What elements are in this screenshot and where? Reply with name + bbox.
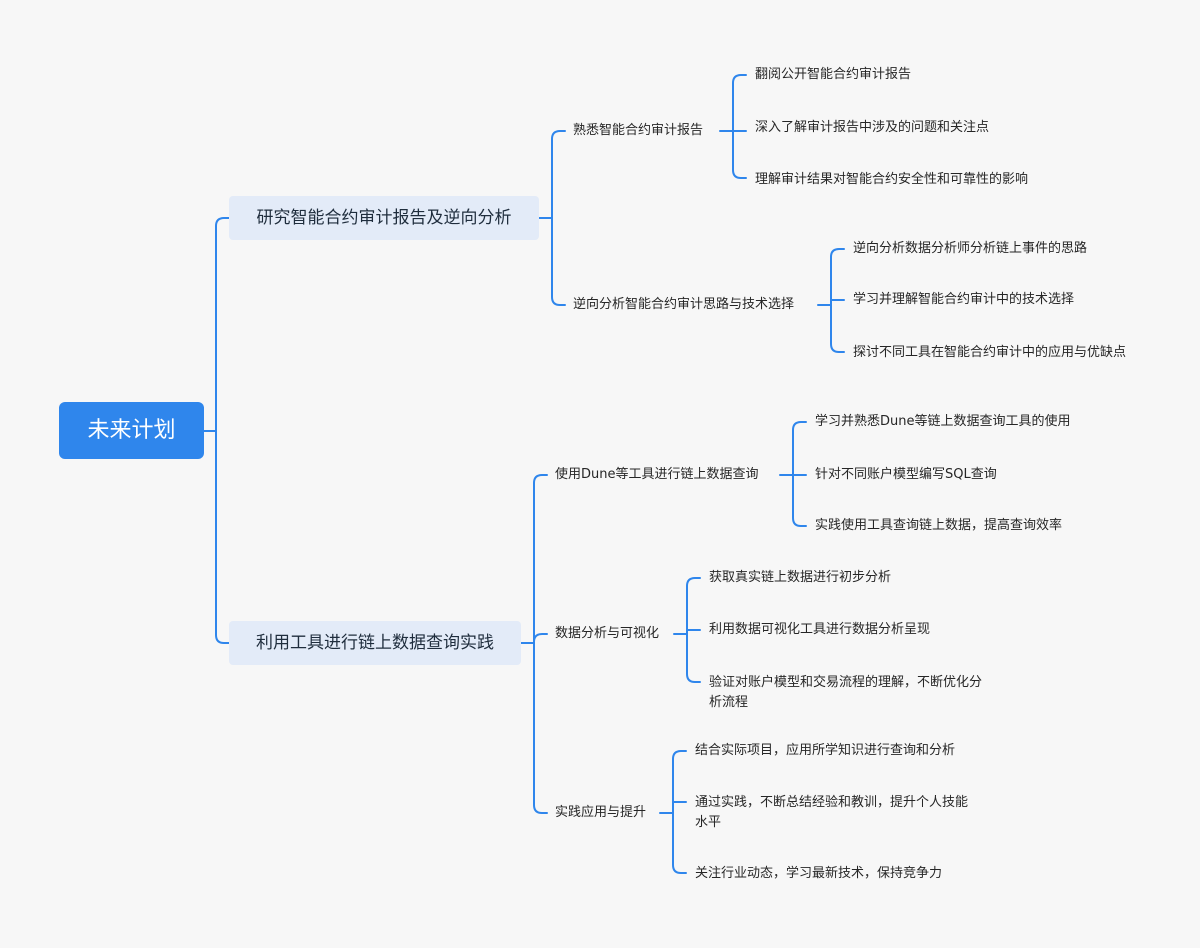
connector-sub23-leaves: [659, 750, 687, 874]
connector-sub21-leaves: [779, 421, 807, 527]
subtopic-node[interactable]: 数据分析与可视化: [555, 626, 660, 641]
subtopic-node[interactable]: 熟悉智能合约审计报告: [573, 123, 704, 138]
connector-branch1-to-sub2: [551, 217, 566, 306]
leaf-node[interactable]: 深入了解审计报告中涉及的问题和关注点: [755, 120, 990, 135]
subtopic-node[interactable]: 使用Dune等工具进行链上数据查询: [555, 467, 759, 482]
leaf-node[interactable]: 学习并理解智能合约审计中的技术选择: [853, 292, 1075, 307]
leaf-node[interactable]: 验证对账户模型和交易流程的理解，不断优化分析流程: [709, 675, 983, 710]
leaf-node[interactable]: 实践使用工具查询链上数据，提高查询效率: [815, 518, 1063, 533]
connector-sub22-leaves: [673, 577, 701, 683]
leaf-node[interactable]: 翻阅公开智能合约审计报告: [755, 67, 912, 82]
leaf-node[interactable]: 学习并熟悉Dune等链上数据查询工具的使用: [815, 414, 1071, 429]
connector-root-to-branch-1: [203, 217, 230, 432]
leaf-node[interactable]: 结合实际项目，应用所学知识进行查询和分析: [695, 743, 956, 758]
connector-branch2-to-sub3: [533, 642, 548, 814]
connector-branch2-to-sub1: [520, 474, 548, 644]
connector-sub12-leaves: [817, 248, 845, 353]
leaf-node[interactable]: 关注行业动态，学习最新技术，保持竞争力: [695, 866, 943, 881]
subtopic-node[interactable]: 实践应用与提升: [555, 805, 647, 820]
leaf-node[interactable]: 探讨不同工具在智能合约审计中的应用与优缺点: [853, 345, 1127, 360]
connector-sub11-leaves: [719, 74, 747, 179]
root-node[interactable]: 未来计划: [59, 402, 204, 459]
leaf-node[interactable]: 针对不同账户模型编写SQL查询: [815, 467, 997, 482]
connector-branch2-to-sub2: [533, 633, 548, 644]
branch-node-research-audit[interactable]: 研究智能合约审计报告及逆向分析: [229, 196, 539, 240]
leaf-node[interactable]: 通过实践，不断总结经验和教训，提升个人技能水平: [695, 795, 969, 830]
leaf-node[interactable]: 获取真实链上数据进行初步分析: [709, 570, 892, 585]
leaf-node[interactable]: 利用数据可视化工具进行数据分析呈现: [709, 622, 931, 637]
leaf-node[interactable]: 逆向分析数据分析师分析链上事件的思路: [853, 241, 1088, 256]
leaf-node[interactable]: 理解审计结果对智能合约安全性和可靠性的影响: [755, 172, 1029, 187]
connector-branch1-to-sub1: [538, 130, 566, 219]
subtopic-node[interactable]: 逆向分析智能合约审计思路与技术选择: [573, 297, 795, 312]
branch-node-onchain-query[interactable]: 利用工具进行链上数据查询实践: [229, 621, 521, 665]
connector-root-to-branch-2: [215, 430, 230, 644]
